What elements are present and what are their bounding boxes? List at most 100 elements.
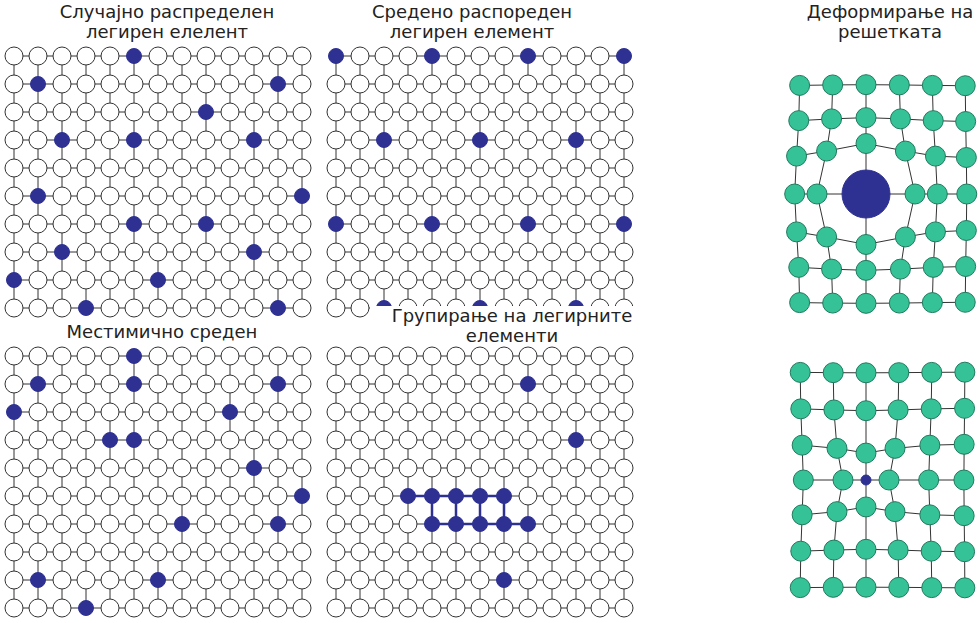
host-atom [543,487,561,505]
host-atom [221,47,239,65]
host-atom [920,435,940,455]
host-atom [399,515,417,533]
host-atom [293,571,311,589]
host-atom [173,271,191,289]
host-atom [351,543,369,561]
host-atom [269,431,287,449]
alloy-atom [127,49,142,64]
host-atom [543,515,561,533]
host-atom [591,243,609,261]
host-atom [375,599,393,617]
host-atom [615,243,633,261]
host-atom [173,159,191,177]
host-atom [327,459,345,477]
host-atom [519,459,537,477]
bond-line [624,56,625,308]
host-atom [125,403,143,421]
alloy-atom [79,601,94,616]
host-atom [53,515,71,533]
bond-line [528,56,529,308]
bond-line [134,356,135,608]
host-atom [615,571,633,589]
host-atom [53,487,71,505]
host-atom [221,515,239,533]
host-atom [101,131,119,149]
host-atom [245,299,263,317]
host-atom [173,487,191,505]
bond-line [206,56,207,308]
alloy-atom [127,133,142,148]
host-atom [856,443,876,463]
host-atom [149,459,167,477]
host-atom [399,543,417,561]
host-atom [221,103,239,121]
host-atom [567,487,585,505]
host-atom [125,243,143,261]
host-atom [221,459,239,477]
host-atom [615,131,633,149]
host-atom [327,299,345,317]
host-atom [591,431,609,449]
host-atom [351,243,369,261]
alloy-atom [271,377,286,392]
host-atom [447,243,465,261]
host-atom [905,184,925,204]
host-atom [327,515,345,533]
bond-line [456,56,457,308]
host-atom [29,487,47,505]
host-atom [447,347,465,365]
host-atom [827,438,847,458]
host-atom [888,400,908,420]
host-atom [423,75,441,93]
host-atom [29,431,47,449]
host-atom [173,459,191,477]
alloy-atom [271,301,286,316]
host-atom [351,159,369,177]
host-atom [327,431,345,449]
host-atom [149,47,167,65]
host-atom [29,347,47,365]
host-atom [293,299,311,317]
alloy-atom [31,377,46,392]
host-atom [856,497,876,517]
host-atom [471,347,489,365]
host-atom [5,459,23,477]
host-atom [519,243,537,261]
host-atom [889,577,909,597]
host-atom [885,502,905,522]
host-atom [5,431,23,449]
host-atom [173,47,191,65]
host-atom [615,159,633,177]
host-atom [823,75,843,95]
alloy-atom [247,461,262,476]
alloy-atom [521,49,536,64]
host-atom [351,487,369,505]
bond-line [14,56,15,308]
host-atom [785,184,805,204]
host-atom [447,403,465,421]
bond-line [38,56,39,308]
host-atom [53,159,71,177]
host-atom [221,187,239,205]
host-atom [375,243,393,261]
host-atom [822,259,842,279]
panel-title: Средено распореден легирен елемент [355,2,589,42]
host-atom [197,299,215,317]
alloy-atom [521,377,536,392]
host-atom [351,47,369,65]
host-atom [615,375,633,393]
host-atom [889,363,909,383]
host-atom [197,375,215,393]
host-atom [375,543,393,561]
host-atom [423,187,441,205]
host-atom [245,271,263,289]
host-atom [197,347,215,365]
host-atom [101,75,119,93]
host-atom [5,599,23,617]
host-atom [293,271,311,289]
host-atom [221,599,239,617]
bond-line [278,56,279,308]
host-atom [615,103,633,121]
alloy-atom [247,245,262,260]
host-atom [53,103,71,121]
